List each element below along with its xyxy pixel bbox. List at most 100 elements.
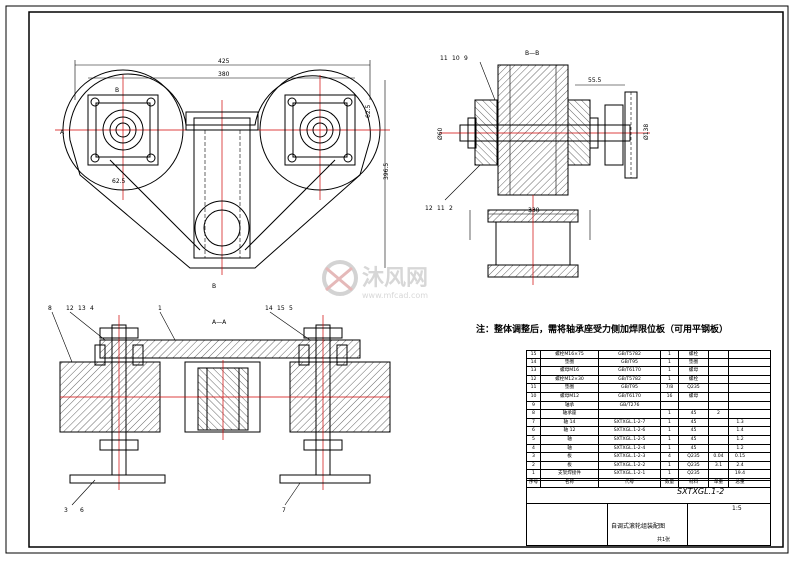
- parts-table-cell: 7: [527, 418, 541, 427]
- label-b-bottom: B: [212, 283, 216, 290]
- callout-3: 3: [64, 507, 68, 514]
- parts-table-cell: 4: [661, 453, 679, 461]
- parts-table-cell: 45: [679, 427, 709, 435]
- parts-table-cell: [679, 401, 709, 410]
- parts-table-cell: 8: [527, 410, 541, 418]
- parts-table-cell: 垫圈: [541, 358, 599, 367]
- parts-table-cell: [729, 384, 751, 392]
- parts-table-cell: SXTXGL.1-2-2: [599, 461, 661, 470]
- parts-table-cell: 15: [527, 351, 541, 358]
- parts-table-cell: 支架焊接件: [541, 470, 599, 478]
- parts-table-cell: 5: [527, 435, 541, 444]
- parts-table-cell: 1.4: [736, 428, 744, 434]
- parts-table-cell: GB/T95: [599, 384, 661, 392]
- callout-1: 1: [158, 305, 162, 312]
- callout-10-top: 10: [452, 55, 460, 62]
- parts-table-cell: GB/T6170: [599, 392, 661, 401]
- parts-table-cell: 3: [527, 453, 541, 461]
- parts-table-cell: [709, 375, 729, 384]
- parts-table-cell: 4: [527, 444, 541, 453]
- parts-table-cell: SXTXGL.1-2-4: [599, 444, 661, 453]
- top-view: 425 380: [55, 58, 390, 290]
- parts-table-cell: SXTXGL.1-2-6: [599, 427, 661, 435]
- dim-w: 55.5: [588, 77, 602, 84]
- parts-table-cell: 轴承: [541, 401, 599, 410]
- watermark-url: www.mfcad.com: [362, 291, 428, 300]
- callout-2-bottom: 2: [449, 205, 453, 212]
- callout-9-top: 9: [464, 55, 468, 62]
- parts-table-cell: GB/T276: [599, 401, 661, 410]
- parts-table-cell: 14: [527, 358, 541, 367]
- callout-15: 15: [277, 305, 285, 312]
- inner-border: [28, 11, 784, 548]
- parts-table-cell: 单重: [709, 478, 729, 487]
- parts-table-cell: 总重: [735, 479, 745, 485]
- parts-table-cell: [709, 444, 729, 453]
- technical-note: 注：整体调整后，需将轴承座受力侧加焊限位板（可用平钢板）: [476, 323, 728, 335]
- callout-6: 6: [80, 507, 84, 514]
- parts-table-cell: 螺栓: [679, 375, 709, 384]
- callout-4-a: 4: [90, 305, 94, 312]
- parts-table-cell: 45: [679, 435, 709, 444]
- parts-table-cell: 1: [661, 351, 679, 358]
- parts-table-cell: [709, 401, 729, 410]
- dim-top-inner: 380: [218, 71, 230, 78]
- parts-table-cell: [729, 376, 751, 384]
- parts-table-cell: 名称: [541, 478, 599, 487]
- parts-table-cell: [709, 435, 729, 444]
- callout-12-a: 12: [66, 305, 74, 312]
- parts-table-cell: [709, 427, 729, 435]
- parts-table-cell: 数量: [661, 478, 679, 487]
- dim-330: 330: [528, 207, 540, 214]
- parts-table-cell: GB/T5782: [599, 351, 661, 358]
- parts-table-cell: 7/8: [661, 384, 679, 392]
- parts-table-cell: [709, 418, 729, 427]
- callout-12-bottom: 12: [425, 205, 433, 212]
- parts-table-cell: 0.04: [709, 453, 729, 461]
- parts-table-cell: 1: [661, 435, 679, 444]
- parts-table-cell: 板: [541, 453, 599, 461]
- label-a-top: A: [60, 129, 65, 136]
- parts-table-cell: 轴: [541, 435, 599, 444]
- parts-table-cell: 螺母: [679, 392, 709, 401]
- parts-table-cell: [729, 402, 751, 410]
- parts-table-cell: 螺栓M16×75: [541, 351, 599, 358]
- parts-table-cell: GB/T95: [599, 358, 661, 367]
- parts-table-cell: [709, 367, 729, 375]
- dim-top-a: 62.5: [112, 178, 126, 185]
- title-block: SXTXGL.1-2 自调式滚轮组装配图 1:5 共1张: [526, 480, 771, 546]
- parts-table-cell: 1: [661, 375, 679, 384]
- callout-14: 14: [265, 305, 273, 312]
- dim-top-overall: 425: [218, 58, 230, 65]
- parts-table-cell: Q235: [679, 384, 709, 392]
- callout-8: 8: [48, 305, 52, 312]
- parts-table-cell: 代号: [599, 478, 661, 487]
- parts-table-cell: 螺母M12: [541, 392, 599, 401]
- parts-table-cell: 材料: [679, 478, 709, 487]
- dim-d1: Ø138: [643, 124, 650, 140]
- parts-table-cell: 2: [527, 461, 541, 470]
- watermark-text: 沐风网: [362, 266, 428, 291]
- parts-table-cell: [729, 351, 751, 358]
- parts-table-cell: 轴承座: [541, 410, 599, 418]
- label-b-top: B: [115, 87, 119, 94]
- parts-table-cell: 45: [679, 444, 709, 453]
- parts-table-cell: [709, 470, 729, 478]
- parts-table-cell: Q235: [679, 461, 709, 470]
- parts-table-cell: 垫圈: [541, 384, 599, 392]
- section-a-a-view: A—A 8 12 13 4 1: [48, 305, 391, 514]
- parts-table-cell: 轴 12: [541, 427, 599, 435]
- parts-table-cell: 1.2: [736, 445, 744, 451]
- parts-table-cell: 19.4: [734, 471, 746, 477]
- parts-table-cell: [599, 410, 661, 418]
